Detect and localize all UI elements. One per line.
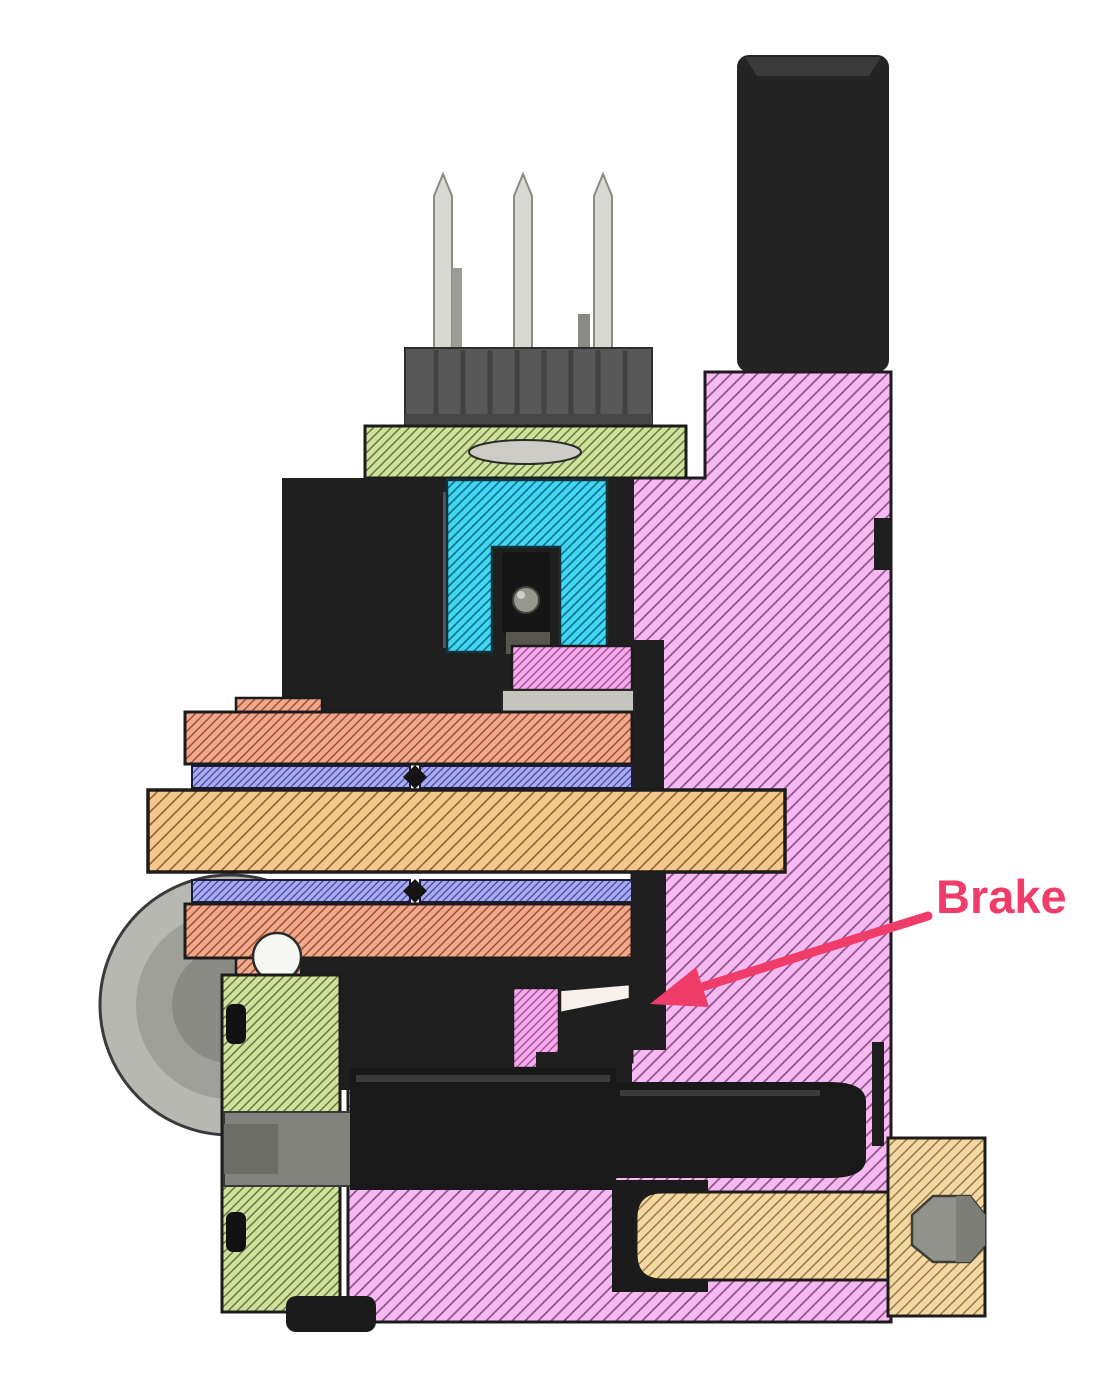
connector-segments	[433, 350, 628, 424]
bearing-retainer-lower	[183, 902, 634, 990]
brake-label: Brake	[936, 870, 1067, 923]
brake-arrow-head	[650, 967, 709, 1007]
flange-plate	[501, 689, 635, 715]
brake-annotation: Brake	[650, 870, 1067, 1007]
screw-ball	[512, 586, 540, 614]
brake-channel	[632, 872, 666, 1050]
housing-notch-upper	[874, 518, 891, 570]
top-cap-bevel	[745, 57, 881, 76]
clamp-foot	[286, 1296, 376, 1332]
top-cap-block	[737, 55, 889, 372]
pin-inner-right	[578, 314, 590, 352]
bearing-retainer-upper	[183, 696, 634, 766]
bearing-ball-upper	[403, 765, 427, 789]
shaft-cap	[223, 1111, 369, 1187]
bearing-ball-lower	[403, 879, 427, 903]
bolt-assembly	[612, 1136, 987, 1318]
encoder-block	[445, 478, 609, 654]
shaft-collar	[146, 788, 787, 874]
clamp-pin-upper	[226, 1004, 246, 1044]
output-shaft	[350, 1068, 866, 1190]
bearing-spacer-lower	[191, 879, 633, 903]
connector-base	[405, 414, 652, 426]
shaft-highlight-right	[620, 1090, 820, 1096]
preload-screw	[502, 552, 550, 654]
mount-plate	[363, 424, 688, 480]
bearing-spacer-upper	[191, 765, 633, 789]
bolt-head-shade	[956, 1196, 985, 1262]
brake-arrow-line	[697, 911, 933, 992]
pin-inner-left	[452, 268, 462, 352]
upper-channel	[630, 640, 664, 790]
upper-flange	[510, 644, 634, 692]
screw-ball-highlight	[517, 591, 525, 599]
brake-disc	[558, 982, 632, 1015]
shaft-highlight-left	[356, 1075, 610, 1082]
encoder-connector	[404, 347, 653, 427]
bolt-shank	[634, 1190, 890, 1282]
housing-notch-lower	[872, 1042, 884, 1146]
mount-plate-bore	[468, 439, 582, 465]
clamp-pin-lower	[226, 1212, 246, 1252]
shaft-cap-inner	[224, 1124, 278, 1174]
